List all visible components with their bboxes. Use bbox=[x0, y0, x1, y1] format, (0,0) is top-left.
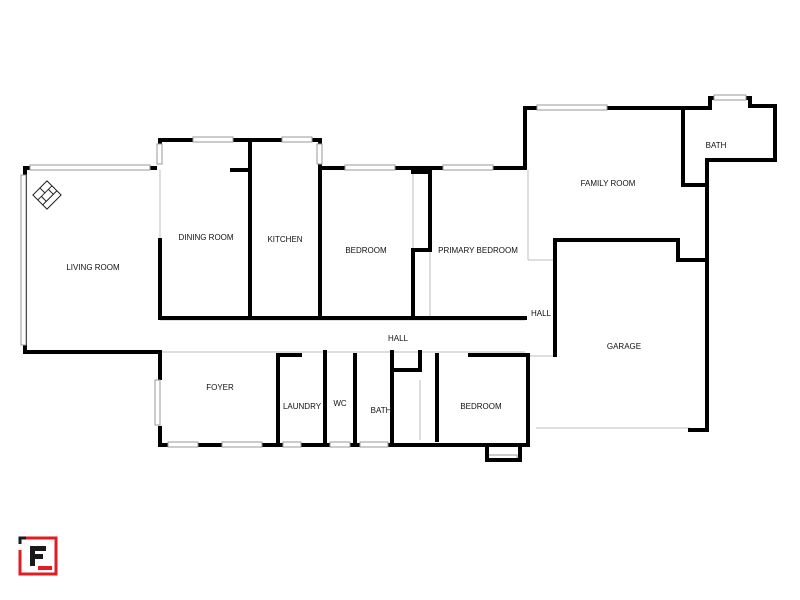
label-primary-bedroom: PRIMARY BEDROOM bbox=[438, 246, 518, 255]
window bbox=[282, 441, 302, 448]
walls bbox=[23, 96, 777, 447]
label-bath-2: BATH bbox=[371, 406, 392, 415]
window bbox=[713, 94, 747, 101]
window bbox=[442, 164, 494, 171]
window bbox=[329, 441, 351, 448]
light-partitions bbox=[159, 130, 690, 440]
window bbox=[154, 379, 161, 426]
window bbox=[192, 136, 234, 143]
label-bath: BATH bbox=[706, 141, 727, 150]
window bbox=[20, 174, 27, 346]
label-bedroom-2: BEDROOM bbox=[460, 402, 502, 411]
label-foyer: FOYER bbox=[206, 383, 234, 392]
window bbox=[221, 441, 263, 448]
label-dining-room: DINING ROOM bbox=[178, 233, 233, 242]
window bbox=[156, 143, 163, 165]
windows bbox=[20, 94, 747, 462]
label-bedroom: BEDROOM bbox=[345, 246, 387, 255]
label-wc: WC bbox=[333, 399, 347, 408]
window bbox=[344, 164, 396, 171]
label-garage: GARAGE bbox=[607, 342, 641, 351]
window bbox=[29, 164, 151, 171]
label-family-room: FAMILY ROOM bbox=[581, 179, 636, 188]
window bbox=[281, 136, 313, 143]
label-hall: HALL bbox=[388, 334, 409, 343]
label-hall-side: HALL bbox=[531, 309, 552, 318]
label-living-room: LIVING ROOM bbox=[66, 263, 120, 272]
label-laundry: LAUNDRY bbox=[283, 402, 322, 411]
window bbox=[167, 441, 199, 448]
window bbox=[359, 441, 389, 448]
floorplan-logo-icon bbox=[18, 536, 58, 576]
window bbox=[536, 104, 608, 111]
window bbox=[316, 143, 323, 165]
fireplace-icon bbox=[32, 180, 62, 210]
label-kitchen: KITCHEN bbox=[267, 235, 302, 244]
